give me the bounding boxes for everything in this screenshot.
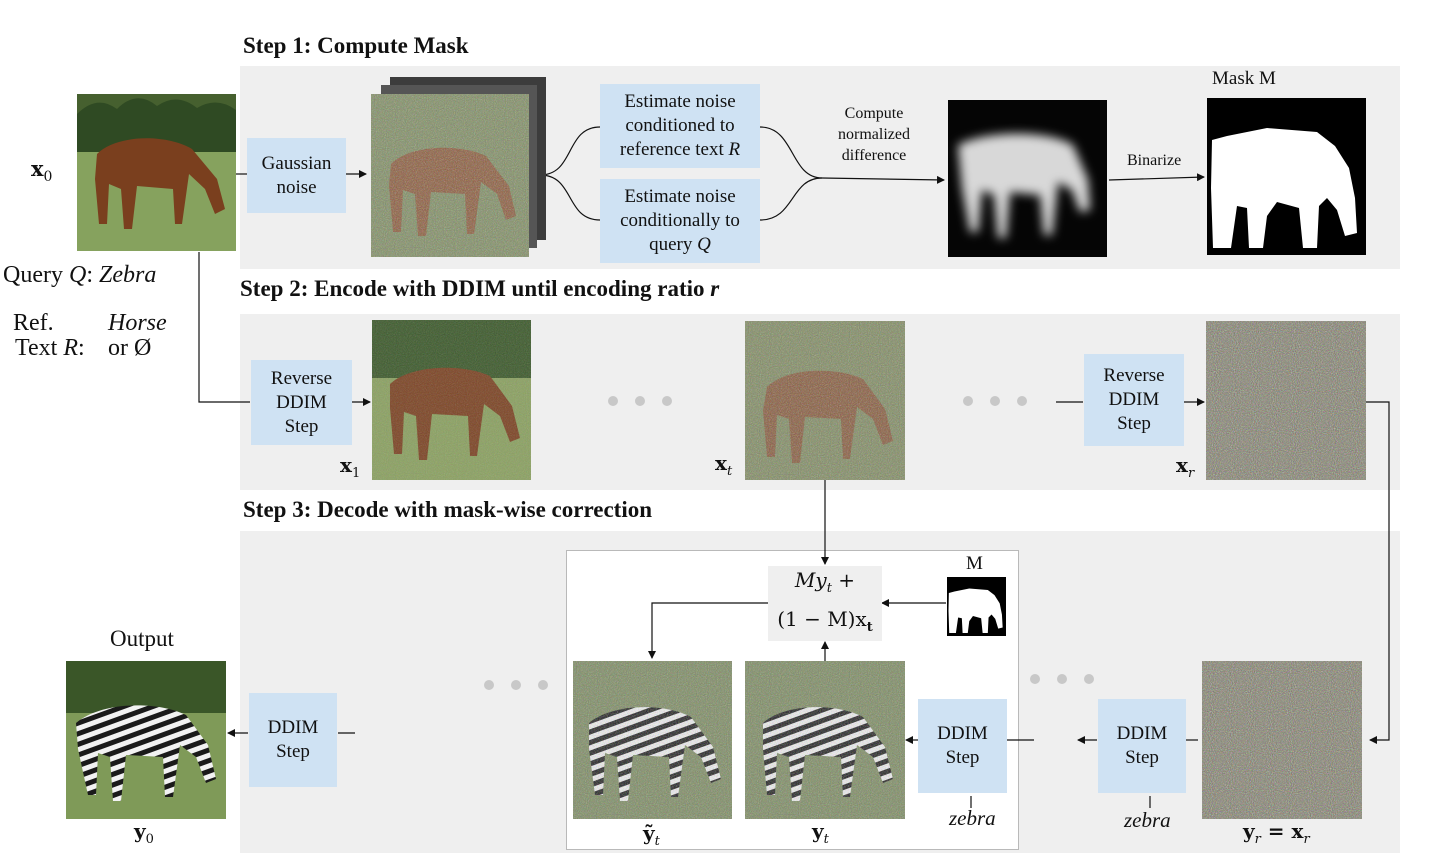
estimate-ref-var: R (728, 139, 741, 160)
mask-small-image (947, 577, 1006, 636)
x0-label: x0 (31, 156, 52, 185)
ref-line2: Text R: (15, 335, 85, 362)
ytilde-label: ỹt (643, 821, 660, 849)
ytilde-image (573, 661, 732, 819)
yt-sub: t (823, 832, 829, 847)
formula-line2: (1 − M)xt (777, 604, 873, 643)
ref-value2: or Ø (108, 335, 152, 361)
reverse-ddim-step-1: Reverse DDIM Step (251, 360, 352, 445)
x1-sub: 1 (351, 466, 361, 481)
yt-letter: y (812, 819, 824, 843)
ellipsis-step3-left (484, 680, 548, 690)
estimate-ref-text: Estimate noise conditioned to reference … (600, 90, 760, 162)
yr-eq: = x (1260, 819, 1304, 843)
formula-line2-text: (1 − M)x (777, 606, 867, 631)
x0-letter: x (31, 156, 44, 181)
ellipsis-step2-right (963, 396, 1027, 406)
zebra-prompt-2: zebra (1124, 808, 1171, 832)
yr-sub: r (1254, 832, 1261, 847)
yr-letter: y (1243, 819, 1255, 843)
x0-sub: 0 (43, 169, 53, 186)
x1-label: x1 (340, 453, 360, 481)
formula-line1: Myt + (795, 565, 855, 604)
mask-title: Mask M (1212, 68, 1276, 89)
xr-letter: x (1176, 453, 1188, 477)
xt-letter: x (715, 451, 727, 475)
ddim-step-left: DDIM Step (249, 693, 337, 787)
ref-colon: : (77, 335, 85, 361)
x1-image (372, 320, 531, 480)
ytilde-sub: t (654, 834, 660, 849)
x1-letter: x (340, 453, 352, 477)
step2-title-var: r (710, 276, 720, 301)
zebra-prompt-1: zebra (949, 806, 996, 830)
ddim-step-right-label: DDIM Step (1116, 723, 1168, 768)
reverse-ddim-step-2-label: Reverse DDIM Step (1103, 365, 1165, 434)
estimate-query-box: Estimate noise conditionally to query Q (600, 179, 760, 263)
yr-eq-sub: r (1303, 832, 1310, 847)
ellipsis-step3-right (1030, 674, 1094, 684)
query-prefix: Query (3, 262, 69, 288)
noisy-horse-image (371, 94, 529, 257)
ref-value1: Horse (108, 310, 167, 336)
ddim-step-right: DDIM Step (1098, 699, 1186, 793)
query-colon: : (86, 262, 99, 288)
ddim-step-left-label: DDIM Step (267, 717, 319, 762)
yr-image (1202, 661, 1362, 819)
xt-sub: t (726, 464, 733, 479)
y0-sub: 0 (145, 832, 154, 847)
estimate-query-var: Q (697, 234, 711, 255)
xr-image (1206, 321, 1366, 480)
ellipsis-step2-left (608, 396, 672, 406)
xr-sub: r (1187, 466, 1195, 481)
estimate-query-label: Estimate noise conditionally to query (620, 186, 740, 255)
mask-correction-formula: Myt + (1 − M)xt (768, 566, 882, 641)
yr-label: yr = xr (1243, 819, 1310, 847)
query-var: Q (68, 262, 87, 288)
output-title: Output (110, 626, 174, 651)
step2-title-text: Step 2: Encode with DDIM until encoding … (240, 276, 711, 301)
reverse-ddim-step-1-label: Reverse DDIM Step (270, 367, 333, 437)
step2-title: Step 2: Encode with DDIM until encoding … (240, 276, 719, 302)
input-horse-image (77, 94, 236, 251)
y0-letter: y (134, 819, 146, 843)
query-line: Query Q: Zebra (3, 262, 156, 289)
gaussian-noise-label: Gaussian noise (261, 152, 332, 198)
estimate-ref-label: Estimate noise conditioned to reference … (619, 91, 736, 160)
difference-map-image (948, 100, 1107, 257)
formula-line2-sub: t (866, 619, 873, 635)
ytilde-letter: ỹ (643, 821, 655, 845)
mask-small-title: M (966, 553, 983, 574)
query-value: Zebra (99, 262, 157, 288)
xr-label: xr (1176, 453, 1194, 481)
xt-label: xt (715, 451, 732, 479)
mask-image (1207, 98, 1366, 255)
y0-label: y0 (134, 819, 154, 847)
formula-line1-text: My (794, 567, 827, 592)
step3-title: Step 3: Decode with mask-wise correction (243, 497, 653, 522)
ref-prefix: Text (15, 335, 64, 361)
output-zebra-image (66, 661, 226, 819)
ref-var: R (63, 335, 78, 361)
formula-line1-tail: + (831, 567, 856, 592)
formula-line1-sub: t (826, 580, 832, 596)
estimate-ref-box: Estimate noise conditioned to reference … (600, 84, 760, 168)
estimate-query-text: Estimate noise conditionally to query Q (600, 185, 760, 257)
ddim-step-mid-label: DDIM Step (937, 723, 988, 768)
compute-diff-label: Compute normalized difference (838, 105, 910, 164)
ref-line1: Ref. (13, 310, 54, 336)
gaussian-noise-box: Gaussian noise (247, 138, 346, 213)
binarize-label: Binarize (1127, 152, 1182, 169)
reverse-ddim-step-2: Reverse DDIM Step (1084, 354, 1184, 446)
yt-label: yt (812, 819, 829, 847)
yt-image (745, 661, 905, 819)
ddim-step-mid: DDIM Step (918, 699, 1007, 793)
step1-title: Step 1: Compute Mask (243, 33, 469, 58)
xt-image (745, 321, 905, 480)
